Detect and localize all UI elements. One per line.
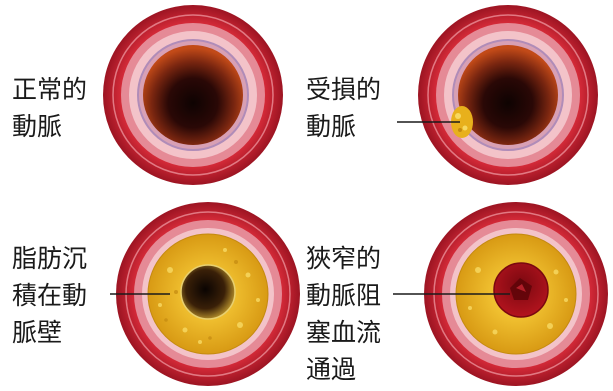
label-line: 動脈 <box>306 108 381 145</box>
label-plaque: 脂肪沉 積在動 脈壁 <box>12 240 87 351</box>
label-line: 正常的 <box>12 71 87 108</box>
label-line: 動脈 <box>12 108 87 145</box>
label-line: 受損的 <box>306 71 381 108</box>
blocked-artery <box>393 202 608 386</box>
damaged-artery <box>397 5 598 185</box>
normal-artery <box>103 5 283 185</box>
label-line: 通過 <box>306 351 381 388</box>
label-line: 脈壁 <box>12 314 87 351</box>
label-line: 動脈阻 <box>306 277 381 314</box>
label-line: 塞血流 <box>306 314 381 351</box>
label-normal: 正常的 動脈 <box>12 71 87 145</box>
label-line: 脂肪沉 <box>12 240 87 277</box>
label-blocked: 狹窄的 動脈阻 塞血流 通過 <box>306 240 381 388</box>
label-damaged: 受損的 動脈 <box>306 71 381 145</box>
label-line: 積在動 <box>12 277 87 314</box>
plaque-artery <box>110 202 300 386</box>
label-line: 狹窄的 <box>306 240 381 277</box>
